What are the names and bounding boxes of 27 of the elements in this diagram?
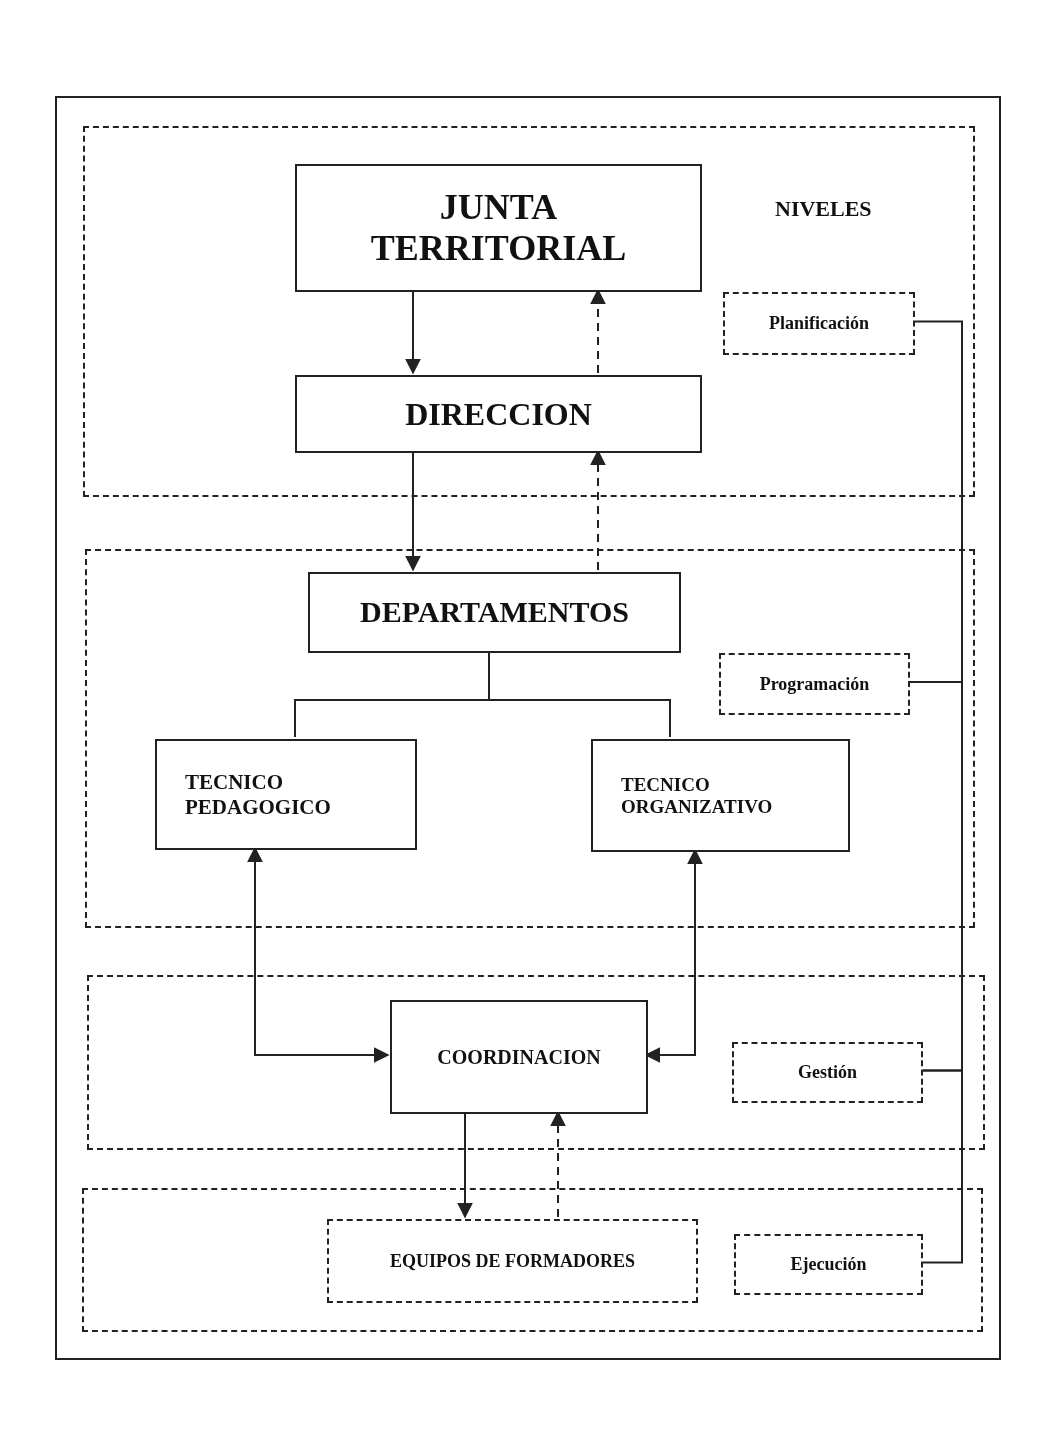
dashed-level-box [723,292,915,355]
process-box [295,375,702,453]
process-box [390,1000,648,1114]
process-box [591,739,850,852]
process-box [308,572,681,653]
process-box [155,739,417,850]
box-label: COORDINACION [437,1045,601,1069]
dashed-level-box [327,1219,698,1303]
box-label: Programación [759,673,870,695]
box-label: Ejecución [790,1254,867,1275]
box-label: DEPARTAMENTOS [360,595,629,630]
box-label: Gestión [798,1062,857,1083]
box-label: TECNICO PEDAGOGICO [185,770,332,819]
dashed-level-box [719,653,910,715]
dashed-band [85,549,975,928]
box-label: EQUIPOS DE FORMADORES [390,1250,635,1272]
dashed-band [87,975,985,1150]
box-label: DIRECCION [405,395,592,433]
box-label: TECNICO ORGANIZATIVO [621,773,774,818]
process-box [295,164,702,292]
dashed-band [83,126,975,497]
box-label: JUNTA TERRITORIAL [369,186,628,270]
dashed-band [82,1188,983,1332]
dashed-level-box [734,1234,923,1295]
levels-heading: NIVELES [775,196,872,222]
dashed-level-box [732,1042,923,1103]
box-label: Planificación [769,313,869,334]
